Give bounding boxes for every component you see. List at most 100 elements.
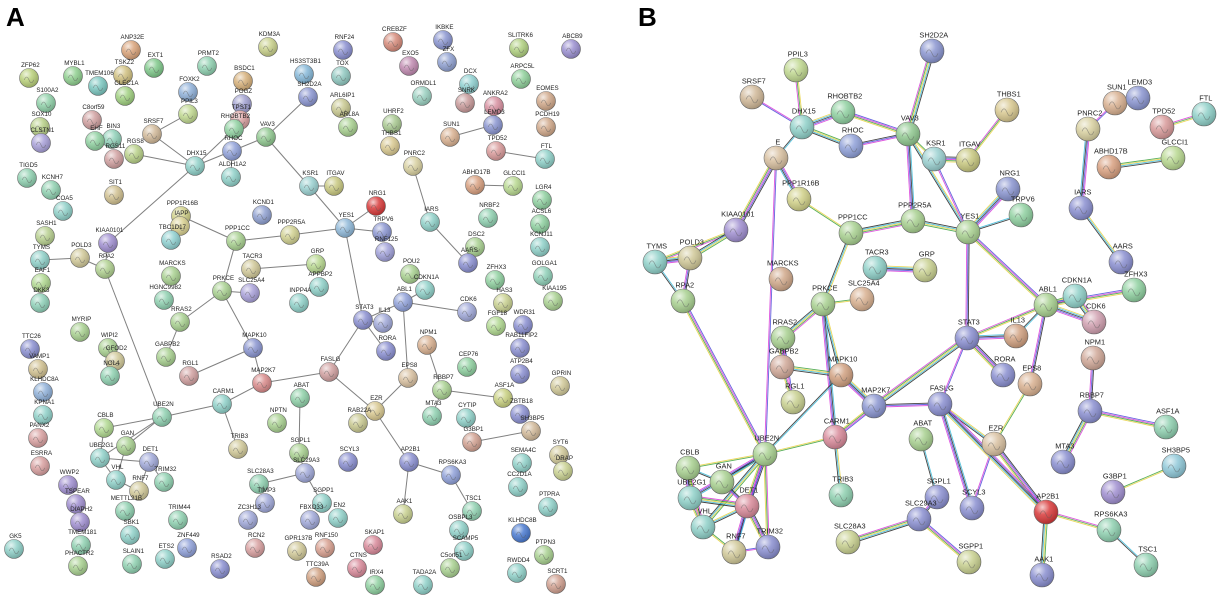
node-slc29a3[interactable]: SLC29A3 (905, 499, 937, 532)
node-zfhx3[interactable]: ZFHX3 (1121, 270, 1148, 303)
node-rbbp7[interactable]: RBBP7 (1077, 391, 1104, 424)
node-cblb[interactable]: CBLB (675, 448, 701, 481)
node-srsf7[interactable]: SRSF7 (142, 118, 164, 144)
node-wdr31[interactable]: WDR31 (513, 309, 536, 335)
node-esrra[interactable]: ESRRA (30, 450, 53, 476)
node-tox[interactable]: TOX (331, 60, 351, 86)
node-ap2b1[interactable]: AP2B1 (1033, 492, 1059, 525)
node-det1[interactable]: DET1 (734, 486, 760, 519)
node-kcnd1[interactable]: KCND1 (252, 199, 275, 225)
node-ptpn3[interactable]: PTPN3 (534, 539, 556, 565)
node-tbc1d17[interactable]: TBC1D17 (159, 224, 187, 250)
node-kiaa0101[interactable]: KIAA0101 (95, 227, 124, 253)
node-vhl[interactable]: VHL (106, 464, 126, 490)
node-carm1[interactable]: CARM1 (822, 417, 850, 450)
node-ppp1r16b[interactable]: PPP1R16B (782, 179, 820, 212)
node-itgav[interactable]: ITGAV (955, 140, 981, 173)
node-cytip[interactable]: CYTIP (456, 402, 477, 428)
node-tpd52[interactable]: TPD52 (486, 135, 508, 161)
node-cc2d1a[interactable]: CC2D1A (507, 471, 533, 497)
node-ezr[interactable]: EZR (981, 424, 1007, 457)
node-cdk6[interactable]: CDK6 (457, 296, 478, 322)
node-nrg1[interactable]: NRG1 (995, 169, 1021, 202)
node-vamp1[interactable]: VAMP1 (28, 353, 51, 379)
node-faslg[interactable]: FASLG (927, 384, 954, 417)
node-rnf24[interactable]: RNF24 (333, 34, 355, 60)
node-glcci1[interactable]: GLCCI1 (503, 170, 526, 196)
node-fbxo33[interactable]: FBXO33 (300, 504, 324, 530)
node-ttc26[interactable]: TTC26 (20, 333, 42, 359)
node-skap1[interactable]: SKAP1 (363, 529, 385, 555)
node-itgav[interactable]: ITGAV (324, 170, 346, 196)
node-mapk10[interactable]: MAPK10 (242, 332, 267, 358)
node-arl6ip1[interactable]: ARL6IP1 (330, 92, 355, 118)
node-yes1[interactable]: YES1 (335, 212, 355, 238)
node-il13[interactable]: IL13 (373, 307, 393, 333)
node-ube2g1[interactable]: UBE2G1 (89, 442, 114, 468)
node-rps6ka3[interactable]: RPS6KA3 (1094, 510, 1127, 543)
node-map2k7[interactable]: MAP2K7 (861, 386, 890, 419)
node-rras2[interactable]: RRAS2 (770, 318, 797, 351)
node-appbp2[interactable]: APPBP2 (308, 271, 333, 297)
node-rnf125[interactable]: RNF125 (375, 236, 399, 262)
node-thbs1[interactable]: THBS1 (994, 90, 1021, 123)
node-sgpl1[interactable]: SGPL1 (289, 437, 311, 463)
node-rab22a[interactable]: RAB22A (348, 407, 373, 433)
node-rhoc[interactable]: RHOC (222, 135, 244, 161)
node-panx2[interactable]: PANX2 (28, 422, 50, 448)
node-slc25a4[interactable]: SLC25A4 (848, 279, 880, 312)
node-ctns[interactable]: CTNS (347, 552, 367, 578)
node-osbpl3[interactable]: OSBPL3 (448, 514, 473, 540)
node-pogz[interactable]: POGZ (232, 88, 253, 114)
node-hs3st3b1[interactable]: HS3ST3B1 (290, 58, 322, 84)
node-c8orf59[interactable]: C8orf59 (82, 104, 105, 130)
node-ppp2r5a[interactable]: PPP2R5A (898, 201, 932, 234)
node-mettl21b[interactable]: METTL21B (111, 495, 142, 521)
node-gpr137b[interactable]: GPR137B (284, 535, 312, 561)
node-ksr1[interactable]: KSR1 (921, 139, 947, 172)
node-zfhx3[interactable]: ZFHX3 (485, 264, 507, 290)
node-bsdc1[interactable]: BSDC1 (233, 65, 256, 91)
node-uhrf2[interactable]: UHRF2 (382, 108, 405, 134)
node-abat[interactable]: ABAT (908, 419, 934, 452)
node-slain1[interactable]: SLAIN1 (122, 548, 145, 574)
node-has3[interactable]: HAS3 (493, 287, 514, 313)
node-asf1a[interactable]: ASF1A (1153, 407, 1180, 440)
node-trib3[interactable]: TRIB3 (228, 433, 249, 459)
node-myrip[interactable]: MYRIP (70, 316, 92, 342)
node-aak1[interactable]: AAK1 (1029, 555, 1055, 588)
node-anp32e[interactable]: ANP32E (121, 34, 145, 60)
node-tada2a[interactable]: TADA2A (413, 569, 437, 595)
node-ftl[interactable]: FTL (1191, 94, 1217, 127)
node-rhoc[interactable]: RHOC (838, 126, 864, 159)
node-ube2g1[interactable]: UBE2G1 (677, 478, 706, 511)
node-iapp[interactable]: IAPP (170, 210, 190, 236)
node-scamp5[interactable]: SCAMP5 (453, 535, 479, 561)
node-en2[interactable]: EN2 (328, 502, 348, 528)
node-pnrc2[interactable]: PNRC2 (1075, 109, 1102, 142)
node-trpv6[interactable]: TRPV6 (372, 216, 394, 242)
node-carm1[interactable]: CARM1 (212, 388, 235, 414)
node-rgl1[interactable]: RGL1 (179, 360, 200, 386)
node-iars[interactable]: IARS (420, 206, 440, 232)
node-rnf7[interactable]: RNF7 (129, 475, 150, 501)
node-crebzf[interactable]: CREBZF (382, 26, 407, 52)
node-drap[interactable]: DRAP (553, 455, 574, 481)
node-tspear[interactable]: TSPEAR (65, 488, 90, 514)
node-sun1[interactable]: SUN1 (440, 121, 461, 147)
node-dsc2[interactable]: DSC2 (465, 231, 486, 257)
node-srsf7[interactable]: SRSF7 (739, 77, 766, 110)
node-slc25a4[interactable]: SLC25A4 (238, 277, 265, 303)
node-dhx15[interactable]: DHX15 (185, 150, 207, 176)
node-ppp2r5a[interactable]: PPP2R5A (277, 219, 306, 245)
node-c5orf51[interactable]: C5orf51 (440, 552, 463, 578)
node-arl8a[interactable]: ARL8A (338, 111, 361, 137)
node-ppil3[interactable]: PPIL3 (178, 98, 199, 124)
node-gan[interactable]: GAN (709, 462, 735, 495)
node-tsc1[interactable]: TSC1 (1133, 545, 1159, 578)
node-gk5[interactable]: GK5 (4, 533, 24, 559)
node-nol4[interactable]: NOL4 (100, 360, 121, 386)
node-rgs11[interactable]: RGS11 (104, 143, 126, 169)
node-nptn[interactable]: NPTN (267, 407, 287, 433)
node-e[interactable]: E (763, 138, 789, 171)
